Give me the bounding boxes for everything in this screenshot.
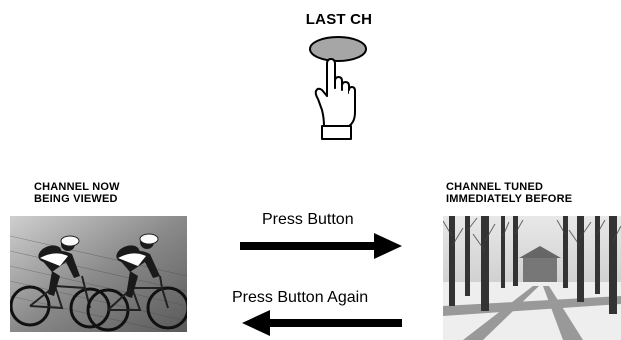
cyclists-photo-icon — [10, 216, 187, 332]
press-button-label: Press Button — [262, 211, 354, 228]
forward-arrow-icon — [240, 233, 402, 259]
snowy-forest-photo-icon — [443, 216, 621, 340]
previous-channel-caption-line2: IMMEDIATELY BEFORE — [446, 193, 573, 205]
last-ch-button-illustration — [309, 36, 367, 140]
back-arrow-icon — [242, 310, 402, 336]
last-ch-button[interactable] — [309, 36, 367, 62]
pressing-hand-icon — [314, 58, 356, 140]
current-channel-photo — [10, 216, 187, 332]
current-channel-caption: CHANNEL NOW BEING VIEWED — [34, 181, 204, 205]
previous-channel-photo — [443, 216, 621, 340]
previous-channel-caption: CHANNEL TUNED IMMEDIATELY BEFORE — [446, 181, 621, 205]
last-ch-label: LAST CH — [305, 11, 373, 28]
previous-channel-caption-line1: CHANNEL TUNED — [446, 181, 544, 193]
current-channel-caption-line1: CHANNEL NOW — [34, 181, 120, 193]
current-channel-caption-line2: BEING VIEWED — [34, 193, 118, 205]
press-button-again-label: Press Button Again — [232, 289, 369, 306]
